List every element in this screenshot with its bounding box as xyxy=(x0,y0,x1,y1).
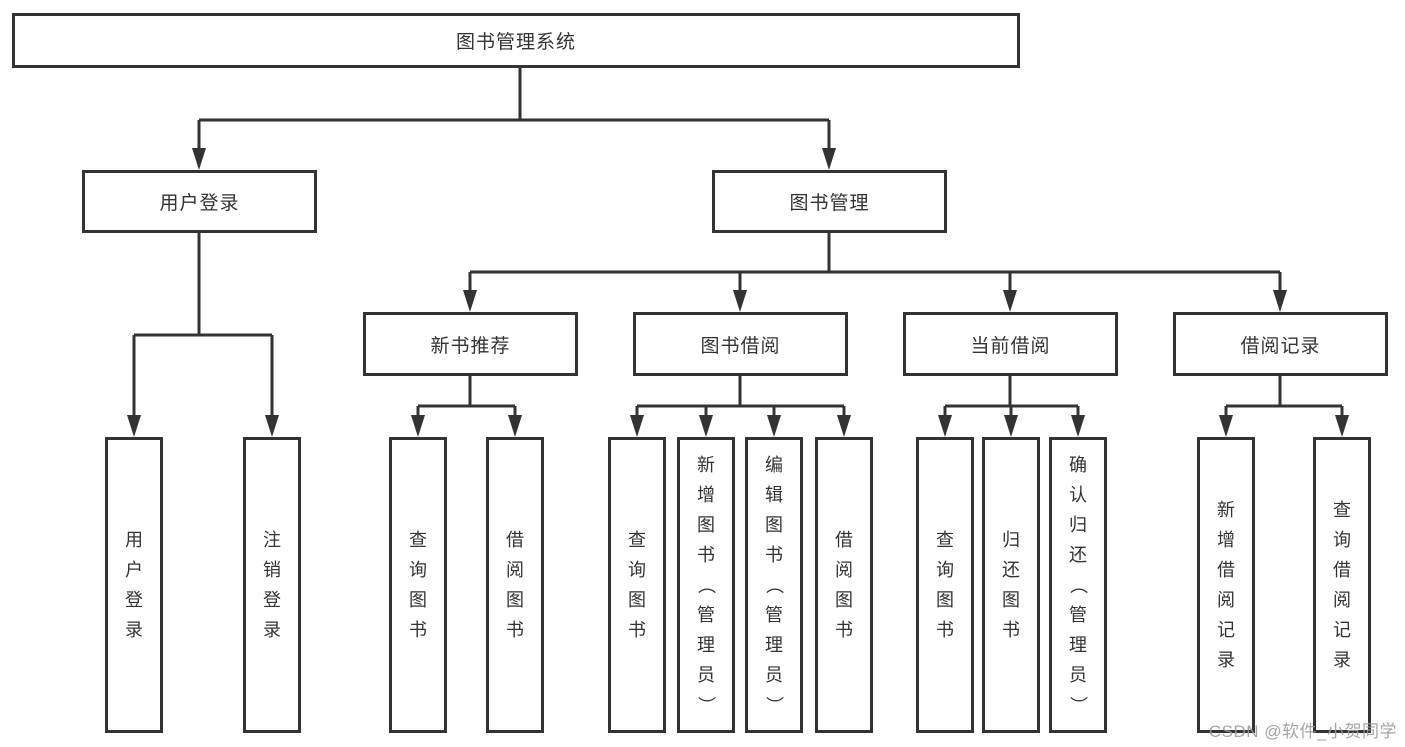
leaf-confirm-return-admin: 确认归还（管理员） xyxy=(1049,437,1107,733)
node-current-borrow: 当前借阅 xyxy=(903,312,1118,376)
leaf-user-login: 用户登录 xyxy=(105,437,163,733)
leaf-query-books-2: 查询图书 xyxy=(608,437,666,733)
leaf-borrow-books-2: 借阅图书 xyxy=(815,437,873,733)
node-borrow-records: 借阅记录 xyxy=(1173,312,1388,376)
node-user-login: 用户登录 xyxy=(82,170,317,233)
root-node-library-system: 图书管理系统 xyxy=(12,13,1020,68)
leaf-query-borrow-record: 查询借阅记录 xyxy=(1313,437,1371,733)
leaf-return-book: 归还图书 xyxy=(982,437,1040,733)
leaf-logout: 注销登录 xyxy=(243,437,301,733)
node-book-management: 图书管理 xyxy=(712,170,947,233)
node-new-book-recommend: 新书推荐 xyxy=(363,312,578,376)
csdn-watermark: CSDN @软件_小贺同学 xyxy=(1208,722,1397,741)
node-book-borrow: 图书借阅 xyxy=(633,312,848,376)
leaf-query-books: 查询图书 xyxy=(389,437,447,733)
leaf-add-borrow-record: 新增借阅记录 xyxy=(1197,437,1255,733)
leaf-query-books-3: 查询图书 xyxy=(916,437,974,733)
leaf-edit-book-admin: 编辑图书（管理员） xyxy=(745,437,803,733)
leaf-add-book-admin: 新增图书（管理员） xyxy=(677,437,735,733)
leaf-borrow-books: 借阅图书 xyxy=(486,437,544,733)
